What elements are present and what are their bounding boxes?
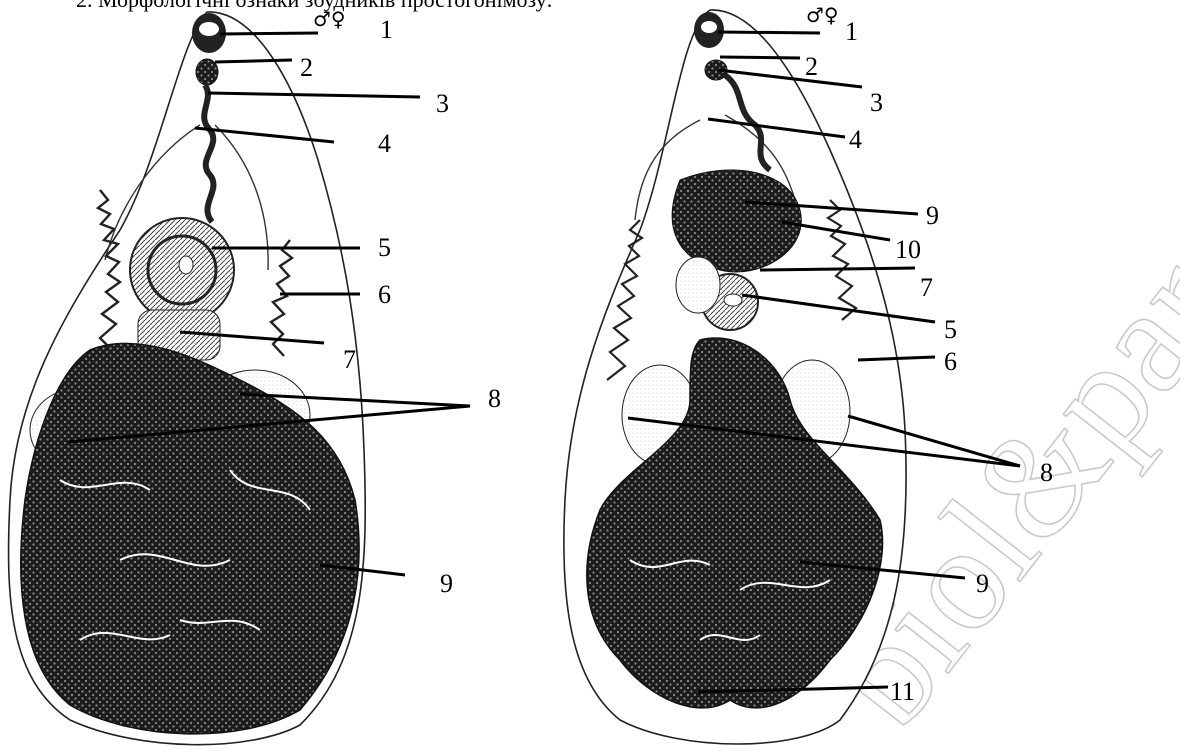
label-right-5: 5 — [944, 315, 957, 344]
label-right-1: 1 — [845, 17, 858, 46]
label-left-5: 5 — [378, 233, 391, 262]
label-left-2: 2 — [300, 53, 313, 82]
label-left-6: 6 — [378, 280, 391, 309]
label-left-7: 7 — [343, 345, 356, 374]
pharynx-left — [196, 59, 218, 85]
label-right-7: 7 — [920, 273, 933, 302]
label-right-9b: 9 — [976, 569, 989, 598]
label-right-11: 11 — [890, 677, 915, 706]
label-left-1: 1 — [380, 15, 393, 44]
label-left-9: 9 — [440, 569, 453, 598]
label-right-3: 3 — [870, 88, 883, 117]
label-right-2: 2 — [805, 52, 818, 81]
fluke-left — [9, 12, 366, 745]
sex-symbols-right: ♂♀ — [806, 3, 839, 27]
label-right-10: 10 — [895, 235, 921, 264]
label-right-4: 4 — [849, 125, 862, 154]
label-left-4: 4 — [378, 129, 391, 158]
label-left-3: 3 — [436, 89, 449, 118]
sex-symbols-left: ♂♀ — [313, 7, 346, 31]
ovary-right — [676, 257, 720, 313]
label-right-9a: 9 — [926, 201, 939, 230]
uterus-upper-right — [672, 170, 801, 272]
label-right-8: 8 — [1040, 458, 1053, 487]
label-right-6: 6 — [944, 347, 957, 376]
label-left-8: 8 — [488, 384, 501, 413]
fluke-right — [564, 10, 906, 744]
